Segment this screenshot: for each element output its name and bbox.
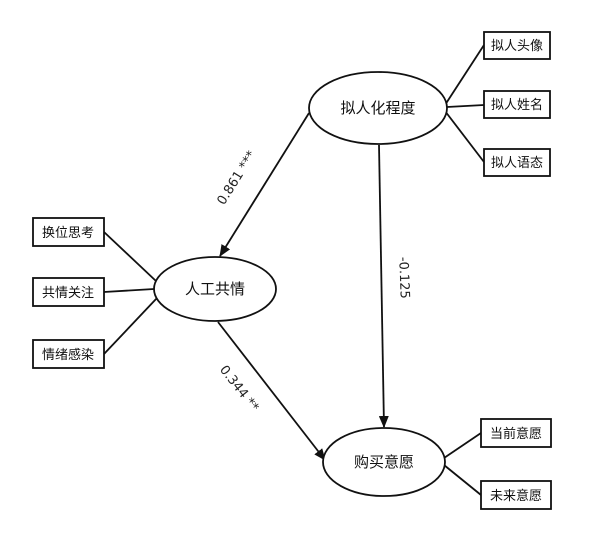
indicator-anthro-tone: 拟人语态 xyxy=(483,148,551,177)
link-empathy-concern xyxy=(103,288,155,293)
svg-text:拟人语态: 拟人语态 xyxy=(491,156,543,171)
construct-empathy: 人工共情 xyxy=(153,256,277,322)
construct-empathy-label: 人工共情 xyxy=(185,280,245,298)
coefficient-anthro-empathy: 0.861 *** xyxy=(215,148,260,208)
link-anthro-tone xyxy=(444,110,485,163)
svg-text:未来意愿: 未来意愿 xyxy=(490,488,542,504)
svg-text:情绪感染: 情绪感染 xyxy=(42,347,94,363)
indicator-purchase-future: 未来意愿 xyxy=(480,480,552,510)
svg-text:拟人头像: 拟人头像 xyxy=(491,39,543,54)
link-purchase-current xyxy=(443,432,482,459)
link-empathy-contagion xyxy=(103,297,158,355)
construct-purchase-intention-label: 购买意愿 xyxy=(354,453,414,471)
svg-text:换位思考: 换位思考 xyxy=(42,226,94,241)
indicator-anthro-avatar: 拟人头像 xyxy=(483,31,551,60)
path-arrow-anthro-purchase xyxy=(378,144,389,428)
link-purchase-future xyxy=(443,464,482,496)
svg-text:当前意愿: 当前意愿 xyxy=(490,426,542,442)
indicator-purchase-current: 当前意愿 xyxy=(480,418,552,448)
path-arrow-empathy-purchase xyxy=(217,321,326,461)
construct-anthropomorphism-label: 拟人化程度 xyxy=(340,99,415,117)
indicator-anthro-name: 拟人姓名 xyxy=(483,90,551,119)
indicator-empathy-perspective: 换位思考 xyxy=(32,217,105,247)
link-anthro-name xyxy=(446,104,485,108)
svg-text:拟人姓名: 拟人姓名 xyxy=(491,97,543,113)
svg-text:共情关注: 共情关注 xyxy=(42,286,94,301)
link-empathy-perspective xyxy=(103,231,157,282)
indicator-empathy-contagion: 情绪感染 xyxy=(32,339,105,369)
indicator-empathy-concern: 共情关注 xyxy=(32,277,105,307)
path-arrow-anthro-empathy xyxy=(219,112,310,257)
construct-purchase-intention: 购买意愿 xyxy=(322,427,446,497)
link-anthro-avatar xyxy=(444,44,485,106)
coefficient-anthro-purchase: -0.125 xyxy=(395,257,411,299)
construct-anthropomorphism: 拟人化程度 xyxy=(308,71,448,145)
